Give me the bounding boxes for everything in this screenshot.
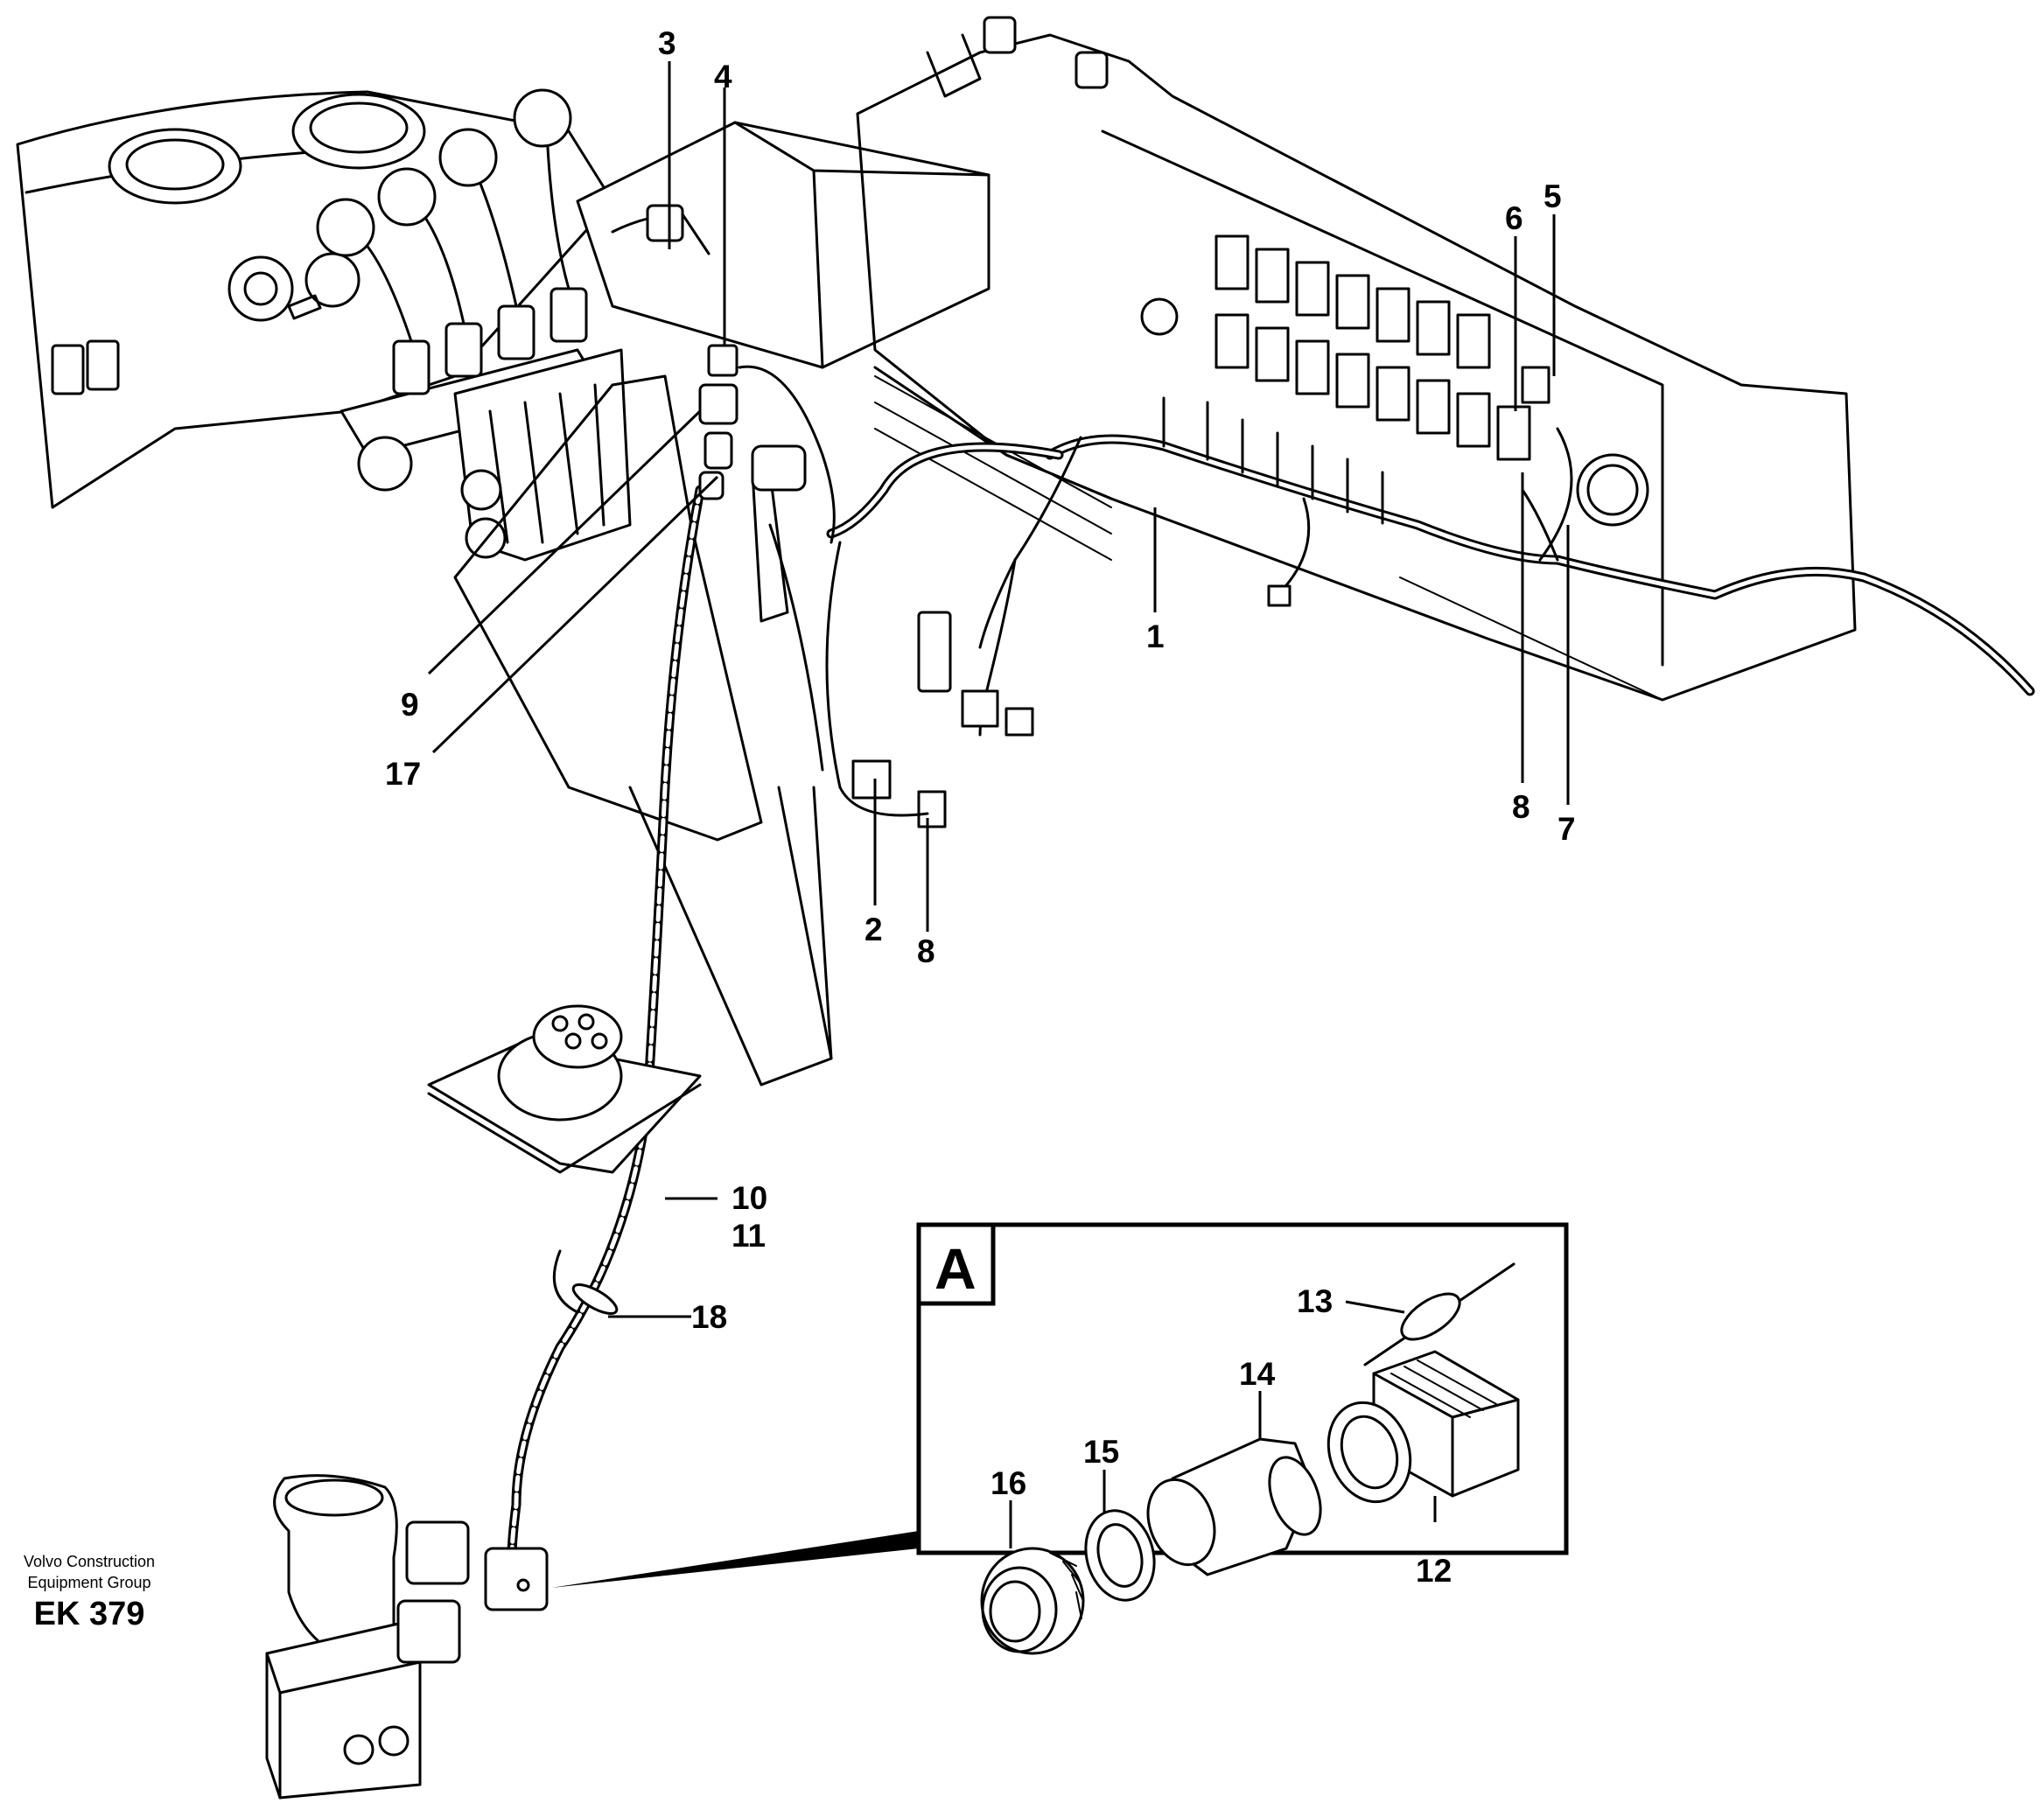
callout-6: 6 — [1505, 200, 1523, 236]
detail-box-a: A — [551, 1222, 1569, 1655]
connector-housing — [1326, 1350, 1520, 1504]
washer — [1084, 1509, 1156, 1602]
resistor-part — [1363, 1262, 1516, 1366]
callout-3: 3 — [658, 25, 676, 61]
callout-17: 17 — [385, 756, 421, 792]
callout-15: 15 — [1083, 1434, 1119, 1470]
callout-12: 12 — [1416, 1553, 1452, 1589]
callout-labels: 1 2 3 4 5 6 7 8 8 9 10 11 12 13 14 15 16… — [385, 25, 1576, 1589]
floor-grommet — [427, 1004, 702, 1174]
callout-7: 7 — [1558, 811, 1576, 847]
callout-14: 14 — [1239, 1356, 1276, 1392]
callout-2: 2 — [864, 912, 883, 947]
dashboard-panel — [856, 16, 1857, 702]
callout-11: 11 — [732, 1218, 766, 1254]
callout-13: 13 — [1297, 1283, 1333, 1319]
brand-block: Volvo Construction Equipment Group EK 37… — [24, 1553, 155, 1632]
drawing-code: EK 379 — [34, 1596, 145, 1632]
detail-box-letter: A — [934, 1236, 976, 1301]
knurled-nut — [980, 1547, 1085, 1655]
switch-grid — [1214, 234, 1531, 461]
brand-line-2: Equipment Group — [27, 1574, 150, 1591]
threaded-fitting — [1146, 1437, 1322, 1576]
callout-16: 16 — [990, 1465, 1026, 1501]
brand-line-1: Volvo Construction — [24, 1553, 155, 1570]
callout-1: 1 — [1146, 618, 1165, 654]
detail-pointer — [551, 1531, 919, 1588]
leader-lines — [427, 61, 1570, 1318]
callout-8-bottom: 8 — [917, 933, 935, 969]
callout-9: 9 — [401, 687, 419, 723]
callout-4: 4 — [714, 59, 732, 94]
accumulator-valve — [265, 1474, 549, 1800]
callout-5: 5 — [1544, 178, 1562, 214]
callout-8-right: 8 — [1512, 789, 1530, 825]
callout-10: 10 — [732, 1180, 767, 1216]
callout-18: 18 — [691, 1299, 727, 1335]
control-console — [16, 88, 990, 1087]
